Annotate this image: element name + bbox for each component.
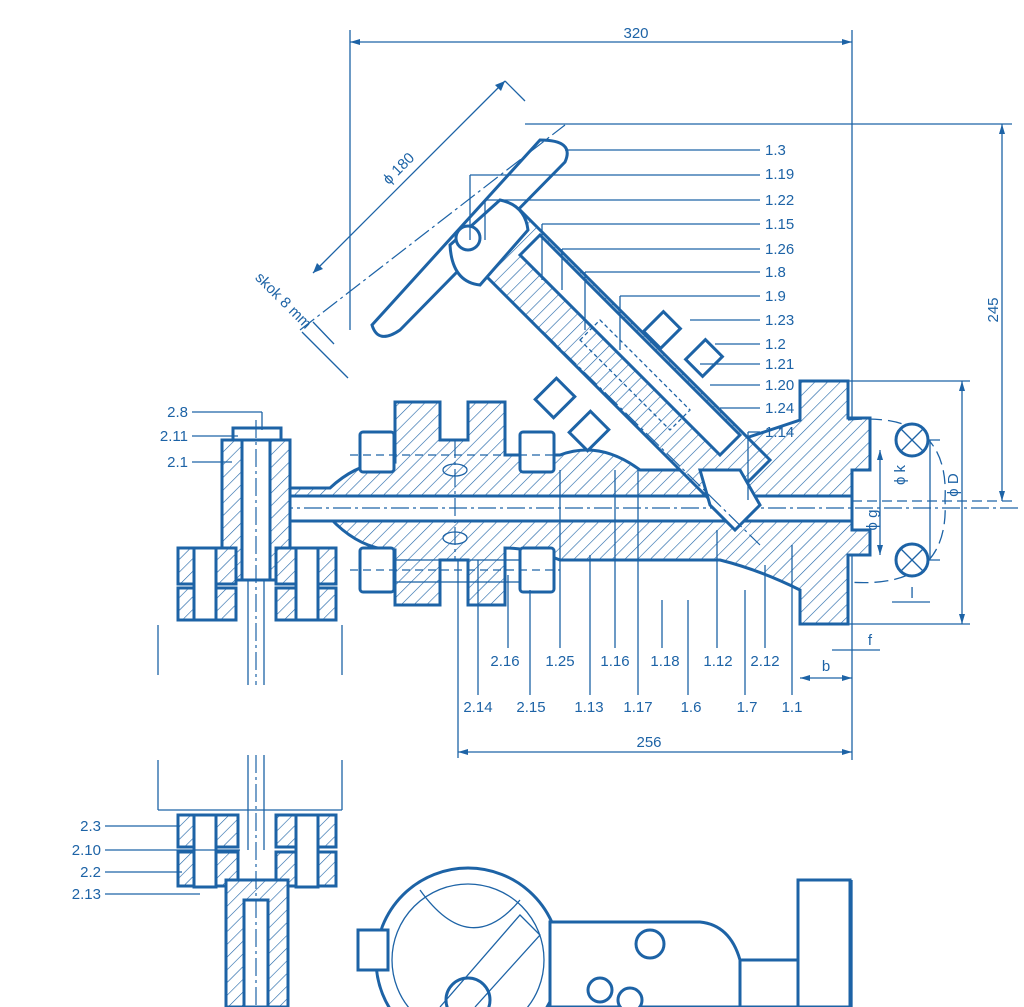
callouts-bottom-row1: 2.16 1.25 1.16 1.18 1.12 2.12 xyxy=(490,653,779,670)
callout-1-17: 1.17 xyxy=(623,699,652,716)
dim-245-label: 245 xyxy=(985,297,1002,322)
callout-2-3: 2.3 xyxy=(80,818,101,835)
callout-1-8: 1.8 xyxy=(765,264,786,281)
callout-2-12: 2.12 xyxy=(750,653,779,670)
dim-f-label: f xyxy=(868,632,873,649)
callout-1-13: 1.13 xyxy=(574,699,603,716)
side-view-lower xyxy=(157,755,343,1007)
exterior-view xyxy=(356,866,853,1007)
dim-320-label: 320 xyxy=(623,25,648,42)
bonnet-assembly xyxy=(459,207,773,546)
callouts-right: 1.3 1.19 1.22 1.15 1.26 1.8 1.9 1.23 1.2… xyxy=(765,142,794,441)
callout-1-15: 1.15 xyxy=(765,216,794,233)
dimension-320: 320 xyxy=(349,25,853,760)
callout-1-24: 1.24 xyxy=(765,400,794,417)
callout-1-1: 1.1 xyxy=(782,699,803,716)
dim-phik-label: ϕ k xyxy=(892,464,909,485)
callout-2-8: 2.8 xyxy=(167,404,188,421)
dimension-stroke: skok 8 mm xyxy=(252,269,349,379)
callouts-left-lower: 2.3 2.10 2.2 2.13 xyxy=(72,818,101,903)
side-view-upper xyxy=(157,420,343,685)
callout-2-16: 2.16 xyxy=(490,653,519,670)
leader-lines xyxy=(105,149,793,895)
callout-1-22: 1.22 xyxy=(765,192,794,209)
callout-2-2: 2.2 xyxy=(80,864,101,881)
callouts-bottom-row2: 2.14 2.15 1.13 1.17 1.6 1.7 1.1 xyxy=(463,699,802,716)
callout-2-11: 2.11 xyxy=(160,428,188,445)
callout-1-23: 1.23 xyxy=(765,312,794,329)
callout-1-20: 1.20 xyxy=(765,377,794,394)
callout-1-18: 1.18 xyxy=(650,653,679,670)
callout-1-3: 1.3 xyxy=(765,142,786,159)
callout-2-14: 2.14 xyxy=(463,699,492,716)
callout-1-12: 1.12 xyxy=(703,653,732,670)
dim-phig-label: ϕ g xyxy=(864,510,881,531)
callout-1-19: 1.19 xyxy=(765,166,794,183)
dim-b-label: b xyxy=(822,658,830,675)
dim-l-label: l xyxy=(910,585,913,602)
callout-2-15: 2.15 xyxy=(516,699,545,716)
callout-1-25: 1.25 xyxy=(545,653,574,670)
body-bolts xyxy=(350,430,560,594)
callout-1-9: 1.9 xyxy=(765,288,786,305)
callouts-left-upper: 2.8 2.11 2.1 xyxy=(160,404,188,471)
dimension-245: 245 xyxy=(525,123,1012,502)
callout-1-14: 1.14 xyxy=(765,424,794,441)
callout-1-6: 1.6 xyxy=(681,699,702,716)
flange-bolts xyxy=(847,418,946,584)
callout-2-10: 2.10 xyxy=(72,842,101,859)
dim-phiD-label: ϕ D xyxy=(945,473,962,497)
dim-phi180-label: ϕ 180 xyxy=(380,150,419,189)
dimension-flange: ϕ D ϕ k ϕ g l f b xyxy=(800,380,970,681)
callout-2-1: 2.1 xyxy=(167,454,188,471)
callout-1-2: 1.2 xyxy=(765,336,786,353)
callout-1-7: 1.7 xyxy=(737,699,758,716)
callout-2-13: 2.13 xyxy=(72,886,101,903)
callout-1-26: 1.26 xyxy=(765,241,794,258)
callout-1-16: 1.16 xyxy=(600,653,629,670)
callout-1-21: 1.21 xyxy=(765,356,794,373)
dim-stroke-label: skok 8 mm xyxy=(252,269,315,332)
dim-256-label: 256 xyxy=(636,734,661,751)
dimension-256: 256 xyxy=(457,560,852,758)
